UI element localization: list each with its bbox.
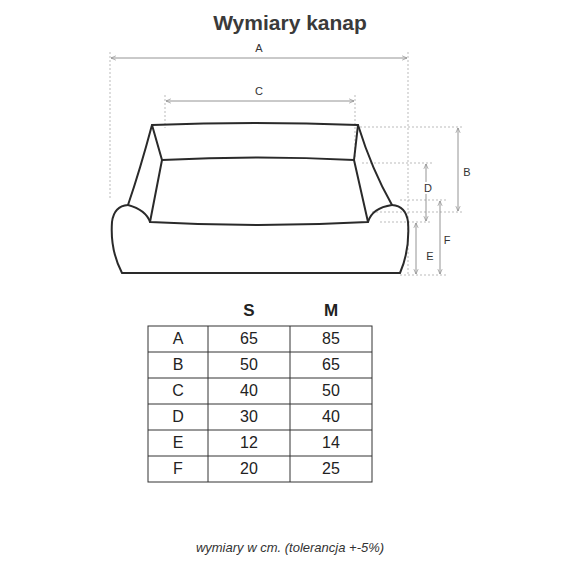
table-cell: 30 — [240, 408, 258, 426]
table-cell: E — [173, 434, 184, 452]
table-cell: 14 — [322, 434, 340, 452]
diagram-title: Wymiary kanap — [213, 11, 367, 34]
table-cell: D — [172, 408, 184, 426]
column-header: M — [324, 302, 338, 321]
extension-lines — [110, 52, 464, 275]
column-header: S — [243, 302, 254, 321]
table-cell: 65 — [322, 356, 340, 374]
table-cell: 12 — [240, 434, 258, 452]
table-cell: 40 — [240, 382, 258, 400]
table-cell: 40 — [322, 408, 340, 426]
dimension-letter: C — [253, 85, 265, 97]
diagram-caption: wymiary w cm. (tolerancja +-5%) — [196, 541, 384, 555]
table-cell: F — [173, 460, 183, 478]
sofa-outline — [112, 123, 409, 273]
table-cell: A — [173, 330, 184, 348]
table-cell: 85 — [322, 330, 340, 348]
dimension-letter: E — [424, 250, 435, 262]
table-cell: B — [173, 356, 184, 374]
dimension-letter: D — [422, 182, 434, 194]
table-cell: 20 — [240, 460, 258, 478]
size-table-grid — [148, 326, 372, 482]
table-cell: 25 — [322, 460, 340, 478]
table-cell: 50 — [240, 356, 258, 374]
dimension-lines — [111, 58, 458, 274]
dimension-letter: A — [253, 42, 264, 54]
table-cell: 50 — [322, 382, 340, 400]
table-cell: C — [172, 382, 184, 400]
dimension-letter: F — [442, 234, 453, 246]
dimension-letter: B — [461, 166, 472, 178]
table-cell: 65 — [240, 330, 258, 348]
